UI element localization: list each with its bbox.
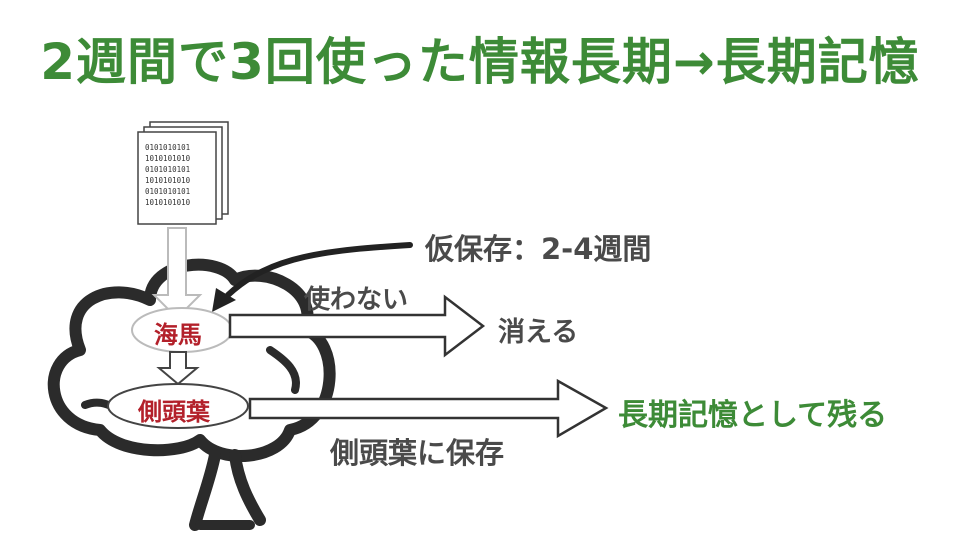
save-temporal-lobe-label: 側頭葉に保存	[330, 436, 505, 470]
binary-line: 1010101010	[145, 154, 191, 163]
arrow-down-icon	[156, 351, 200, 386]
not-used-label: 使わない	[304, 285, 409, 315]
document-stack-icon: 0101010101 1010101010 0101010101 1010101010…	[137, 121, 229, 225]
temporal-lobe-label: 側頭葉	[138, 398, 210, 426]
binary-line: 0101010101	[145, 187, 190, 196]
page-title: 2週間で3回使った情報長期→長期記憶	[40, 33, 920, 91]
arrow-right-icon	[228, 294, 486, 358]
binary-line: 0101010101	[145, 165, 190, 174]
binary-line: 1010101010	[145, 198, 191, 207]
binary-line: 1010101010	[145, 176, 191, 185]
long-term-memory-label: 長期記憶として残る	[618, 398, 888, 433]
binary-line: 0101010101	[145, 143, 190, 152]
pointer-line	[212, 242, 413, 312]
arrow-right-icon	[248, 378, 609, 439]
hippocampus-label: 海馬	[154, 321, 202, 349]
arrow-down-icon	[151, 227, 203, 320]
temporal-lobe-node	[107, 383, 249, 429]
temporary-storage-label: 仮保存：2-4週間	[425, 232, 652, 266]
disappears-label: 消える	[498, 317, 579, 348]
